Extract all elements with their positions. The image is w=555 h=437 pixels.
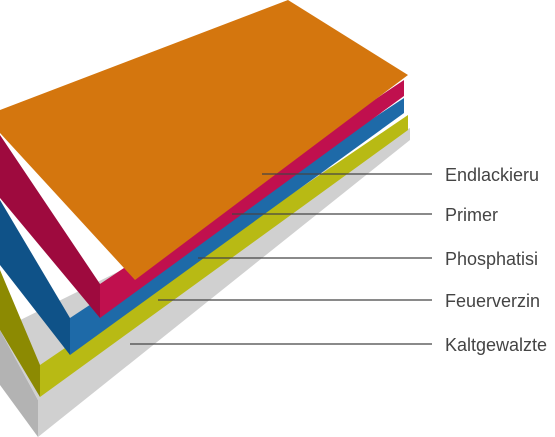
layer-primer-side bbox=[0, 135, 100, 318]
label-endlackierung: Endlackieru bbox=[445, 165, 539, 185]
layer-endlackierung-top bbox=[0, 0, 408, 280]
layer-endlackierung bbox=[0, 0, 408, 280]
layer-phosphatisierung-top bbox=[70, 98, 404, 355]
layer-primer-top bbox=[100, 80, 404, 318]
layer-feuerverzinkung-side bbox=[0, 270, 40, 397]
layer-feuerverzinkung-top bbox=[40, 115, 408, 397]
label-kaltgewalzt: Kaltgewalzte bbox=[445, 335, 547, 355]
layer-kaltgewalzt bbox=[0, 128, 410, 437]
layer-kaltgewalzt-side bbox=[0, 330, 38, 437]
layer-kaltgewalzt-top bbox=[0, 128, 410, 437]
label-phosphatisierung: Phosphatisi bbox=[445, 249, 538, 269]
label-feuerverzinkung: Feuerverzin bbox=[445, 291, 540, 311]
layer-primer bbox=[0, 80, 404, 318]
label-primer: Primer bbox=[445, 205, 498, 225]
layer-phosphatisierung-side bbox=[0, 200, 70, 355]
layer-phosphatisierung bbox=[0, 98, 404, 355]
layer-feuerverzinkung bbox=[0, 115, 408, 397]
